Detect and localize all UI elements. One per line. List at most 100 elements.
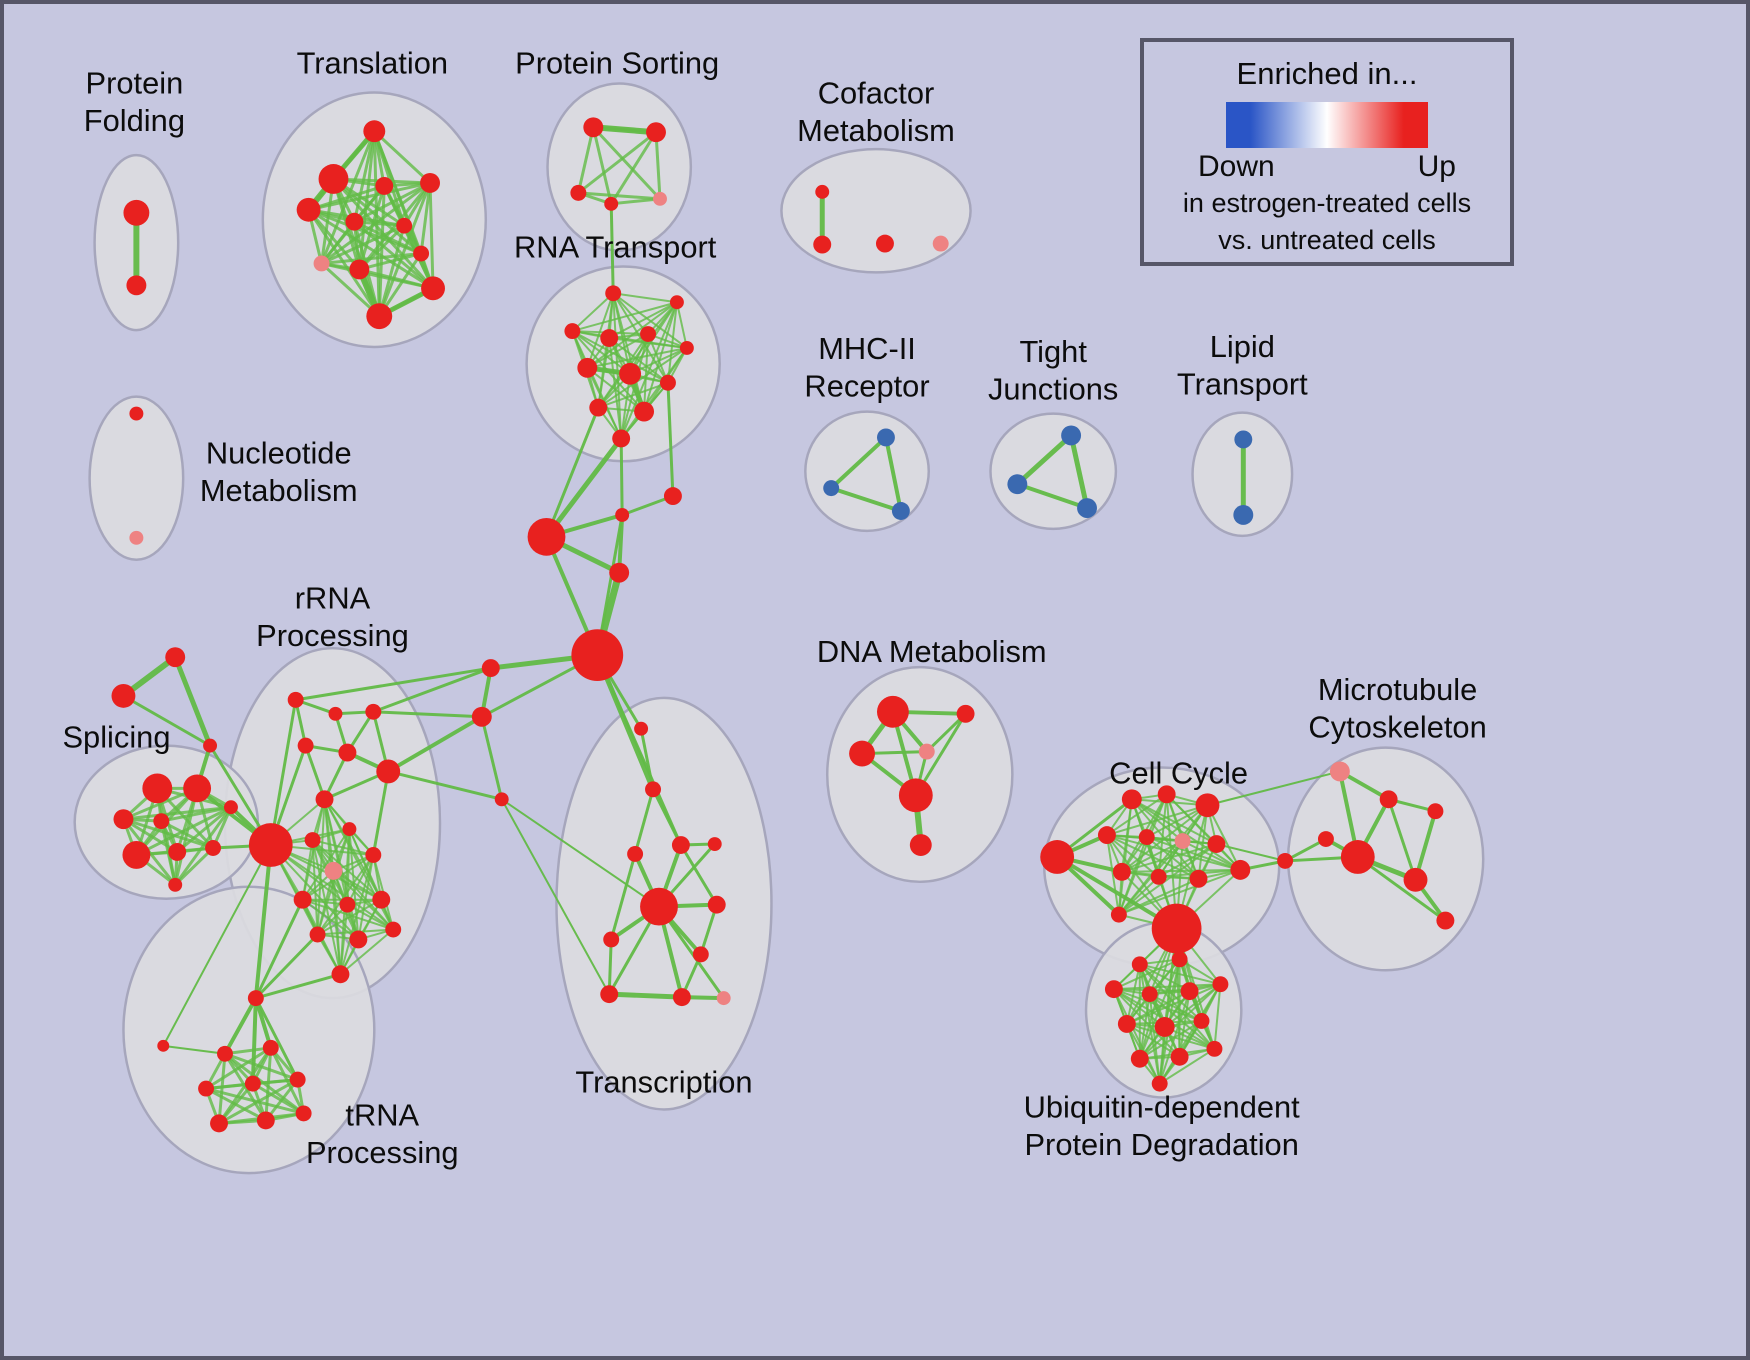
node-f3: [203, 738, 218, 753]
cluster-label-dna-metabolism: DNA Metabolism: [817, 634, 1047, 669]
edge-ub1-ub7: [1125, 963, 1141, 1025]
edge-tx2-tx3: [651, 787, 683, 847]
edge-ub2-ub3: [1112, 958, 1181, 991]
node-rr8: [315, 790, 334, 809]
edge-tp6-tp7: [217, 1078, 300, 1125]
edge-cc6-cc12: [1145, 836, 1242, 871]
edge-sp5-sp7: [175, 805, 233, 854]
node-f4: [157, 1039, 170, 1052]
node-rr7: [248, 823, 293, 867]
edge-rr10-rr13: [301, 828, 351, 901]
edge-ub6-ub12: [1213, 983, 1222, 1050]
node-tx6: [640, 887, 678, 926]
node-cm4: [932, 235, 949, 252]
edge-c5-tx3: [595, 653, 683, 847]
edge-tx1-tx2: [639, 727, 655, 791]
node-rr18: [385, 921, 402, 938]
edge-rr12-rr17: [357, 853, 375, 941]
node-t6: [345, 212, 364, 231]
legend-up-label: Up: [1417, 150, 1456, 183]
node-ub13: [1151, 1075, 1168, 1092]
node-ub12: [1206, 1040, 1223, 1057]
node-f2: [111, 683, 136, 708]
node-cc11: [1189, 869, 1208, 888]
node-sp3: [113, 809, 134, 830]
edge-ps1-ps2: [590, 124, 659, 136]
cluster-ellipse-tight-junctions: [989, 412, 1118, 531]
edge-rt1-rt6: [612, 292, 688, 349]
node-cc5: [1097, 826, 1116, 845]
edge-t9-t11: [357, 267, 435, 290]
node-rt4: [600, 329, 619, 347]
edge-c3-rt9: [666, 381, 675, 498]
edge-ub9-ub10: [1138, 1019, 1203, 1060]
edge-dm2-dm4: [925, 712, 968, 754]
node-ps5: [653, 191, 667, 206]
node-rr17: [349, 930, 368, 949]
edge-ps4-rt1: [609, 202, 615, 295]
edge-sp5-sp9: [173, 805, 233, 887]
node-c3: [663, 487, 682, 506]
edge-rr7-tp1: [253, 843, 273, 1001]
edge-ub4-ub10: [1138, 993, 1151, 1060]
edge-rr1-rr7: [269, 698, 298, 847]
node-rt2: [669, 295, 684, 310]
node-t11: [421, 276, 445, 301]
node-tx8: [603, 931, 620, 948]
node-cm1: [815, 184, 830, 199]
edge-t5-t11: [428, 181, 435, 290]
node-tp5: [244, 1075, 261, 1092]
node-rr13: [293, 890, 312, 909]
edge-tp1-tp6: [254, 996, 300, 1082]
edge-c1-rt12: [544, 435, 624, 540]
node-f1: [165, 647, 186, 668]
edge-cc8-cc9: [1120, 843, 1218, 873]
edge-c7-c8: [480, 715, 504, 801]
node-lt1: [1234, 430, 1253, 449]
node-rr12: [365, 847, 382, 863]
node-rr10: [342, 822, 357, 837]
node-t8: [313, 255, 330, 272]
edge-tj1-tj3: [1068, 432, 1090, 511]
edge-rt2-rt12: [620, 301, 678, 440]
edge-cc9-cc12: [1120, 868, 1242, 873]
edge-ub12-ub13: [1158, 1047, 1216, 1085]
node-mh3: [891, 502, 910, 520]
edge-sp3-sp5: [121, 805, 233, 821]
node-ub5: [1180, 982, 1199, 1001]
edge-t5-t6: [352, 181, 432, 224]
cluster-label-protein-sorting: Protein Sorting: [515, 46, 719, 81]
legend-down-label: Down: [1198, 150, 1275, 183]
edge-t1-t5: [372, 129, 432, 185]
node-dm3: [849, 740, 875, 767]
edge-rt4-rt9: [608, 337, 669, 384]
node-t3: [296, 197, 321, 222]
node-cc8: [1207, 835, 1226, 853]
node-tj2: [1007, 474, 1028, 495]
edge-tx2-tx5: [633, 787, 655, 856]
node-cc4: [1195, 793, 1220, 818]
node-lt2: [1233, 505, 1254, 525]
edge-c8-rr6: [386, 769, 504, 801]
legend-gradient-wrap: Down Up: [1198, 102, 1456, 184]
node-cc1: [1040, 840, 1075, 874]
node-mc2: [1379, 790, 1398, 809]
node-rt8: [619, 362, 642, 385]
node-ub11: [1170, 1047, 1189, 1066]
node-sp8: [205, 840, 222, 856]
node-tx5: [627, 846, 644, 862]
edge-t5-t10: [419, 181, 432, 256]
edge-ps2-ps4: [609, 130, 658, 206]
node-tp1: [247, 990, 264, 1007]
edge-tx10-tx11: [606, 991, 685, 1000]
node-rt7: [577, 357, 598, 378]
edge-rr11-rr19: [332, 869, 342, 976]
node-rr1: [287, 691, 304, 708]
edge-f4-tp2: [162, 1044, 226, 1055]
edge-f1-f3: [172, 654, 213, 749]
edge-ps1-ps5: [591, 125, 662, 201]
node-rt5: [640, 326, 657, 342]
